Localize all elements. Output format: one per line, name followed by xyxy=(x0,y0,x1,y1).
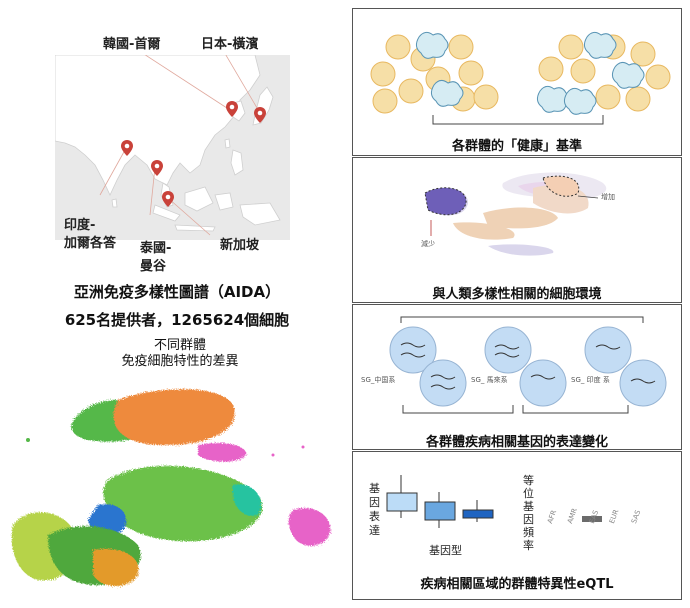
umap-plot xyxy=(11,389,331,587)
umap-cluster-teal xyxy=(232,484,262,516)
pin-kolkata-icon xyxy=(121,140,133,156)
box-genotype-1 xyxy=(386,475,418,518)
cells-illustration xyxy=(370,31,671,125)
pin-singapore-icon xyxy=(162,191,174,207)
box-genotype-2 xyxy=(424,492,456,528)
umap-cluster-orange-low xyxy=(93,548,139,587)
cell-group-chinese xyxy=(389,326,467,407)
decrease-label: 減少 xyxy=(421,240,435,248)
gene-expression-label: 基因表達 xyxy=(369,482,380,537)
umap-cluster-pink-top xyxy=(198,443,247,462)
umap-cluster-blue xyxy=(88,504,127,535)
p2-caption: 與人類多樣性相關的細胞環境 xyxy=(432,287,602,302)
label-sg-chinese: SG_中国系 xyxy=(361,376,396,384)
increase-label: 增加 xyxy=(601,193,615,201)
bracket-p1 xyxy=(432,115,604,125)
label-korea: 韓國-首爾 xyxy=(103,37,161,52)
genotype-label: 基因型 xyxy=(429,544,462,557)
pin-seoul-icon xyxy=(226,101,238,117)
umap-cluster-orange xyxy=(113,389,235,446)
asia-map-svg xyxy=(55,55,290,240)
expression-cells xyxy=(389,316,667,414)
allele-frequency-bars xyxy=(582,516,602,522)
label-sg-malay: SG_ 馬來系 xyxy=(471,376,508,384)
environment-umap xyxy=(424,172,607,256)
pin-bangkok-icon xyxy=(151,160,163,176)
p4-caption: 疾病相關區域的群體特異性eQTL xyxy=(420,577,614,592)
asia-map xyxy=(55,55,290,240)
p3-caption: 各群體疾病相關基因的表達變化 xyxy=(425,435,608,450)
cell-group-malay xyxy=(484,326,567,407)
box-genotype-3 xyxy=(462,500,494,522)
umap-cluster-green-main xyxy=(103,465,263,542)
panel-population-eqtl: 基因表達 基因型 等位基因頻率 AFR AMR EAS EUR SAS 疾病相關… xyxy=(352,451,682,600)
atlas-caption-line2: 免疫細胞特性的差異 xyxy=(121,354,239,369)
label-thailand: 泰國- 曼谷 xyxy=(140,240,171,276)
label-india-line1: 印度- xyxy=(64,218,96,233)
cell-group-indian xyxy=(584,326,667,407)
atlas-title: 亞洲免疫多樣性圖譜（AIDA） xyxy=(73,283,281,301)
panel-cell-environment: 增加 減少 與人類多樣性相關的細胞環境 xyxy=(352,157,682,303)
p1-caption: 各群體的「健康」基準 xyxy=(451,139,582,154)
atlas-caption-line1: 不同群體 xyxy=(153,338,206,353)
label-singapore: 新加坡 xyxy=(220,238,260,253)
pin-yokohama-icon xyxy=(254,107,266,123)
atlas-caption: 不同群體 免疫細胞特性的差異 xyxy=(80,338,280,370)
umap-cluster-pink-right xyxy=(288,507,331,546)
label-sg-indian: SG_ 印度 系 xyxy=(571,376,610,384)
decrease-region xyxy=(424,187,467,216)
cells-left-group xyxy=(370,31,499,114)
cells-right-group xyxy=(536,31,671,115)
label-thailand-line2: 曼谷 xyxy=(140,259,167,274)
allele-frequency-label: 等位基因頻率 xyxy=(523,474,534,552)
eqtl-boxplot xyxy=(386,475,494,528)
panel-healthy-baseline: 各群體的「健康」基準 xyxy=(352,8,682,156)
label-japan: 日本-橫濱 xyxy=(201,37,259,52)
label-thailand-line1: 泰國- xyxy=(140,241,172,256)
atlas-subtitle: 625名提供者，1265624個細胞 xyxy=(64,311,290,329)
panel-disease-gene-expression: SG_中国系 SG_ 馬來系 SG_ 印度 系 各群體疾病相關基因的表達變化 xyxy=(352,304,682,450)
label-india-line2: 加爾各答 xyxy=(64,236,117,251)
label-india: 印度- 加爾各答 xyxy=(64,217,116,253)
increase-region xyxy=(542,175,580,197)
